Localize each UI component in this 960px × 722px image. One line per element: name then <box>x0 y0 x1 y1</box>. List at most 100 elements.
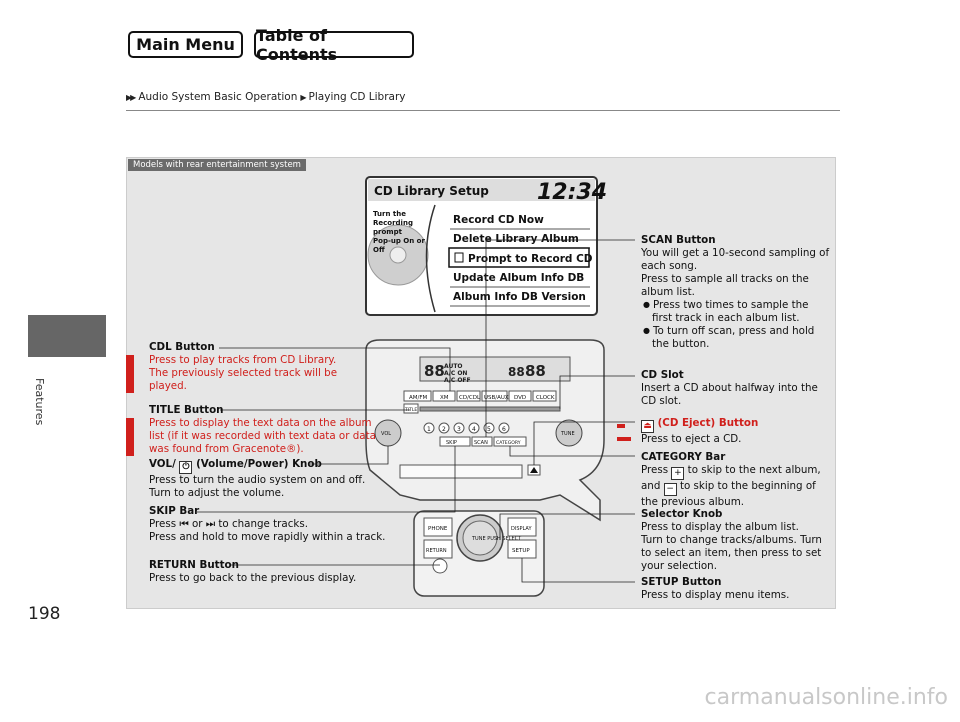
svg-text:6: 6 <box>502 426 506 433</box>
scan-desc: You will get a 10-second sampling of eac… <box>641 247 830 272</box>
skip-callout: SKIP Bar Press ⏮ or ⏭ to change tracks. … <box>149 505 389 544</box>
setup-title: SETUP Button <box>641 576 722 588</box>
skip-text: to change tracks. <box>218 518 308 530</box>
scan-bullet: To turn off scan, press and hold the but… <box>641 325 831 351</box>
setup-desc: Press to display menu items. <box>641 589 790 601</box>
category-text: to skip to the next album, <box>687 464 821 476</box>
cd-slot-desc: Insert a CD about halfway into the CD sl… <box>641 382 818 407</box>
selector-desc: Press to display the album list. <box>641 521 799 533</box>
vol-desc: Press to turn the audio system on and of… <box>149 474 366 499</box>
watermark: carmanualsonline.info <box>704 685 948 710</box>
eject-title: (CD Eject) Button <box>657 417 759 429</box>
svg-text:SCAN: SCAN <box>474 440 488 446</box>
svg-text:88: 88 <box>508 365 525 379</box>
selector-title: Selector Knob <box>641 508 723 520</box>
skip-text: Press <box>149 518 177 530</box>
cd-slot-title: CD Slot <box>641 369 684 381</box>
main-menu-button[interactable]: Main Menu <box>128 31 243 58</box>
svg-text:USB/AUX: USB/AUX <box>484 395 509 401</box>
menu-item-delete: Delete Library Album <box>453 233 579 245</box>
power-icon: ⏻ <box>179 461 193 474</box>
return-desc: Press to go back to the previous display… <box>149 572 357 584</box>
svg-text:5: 5 <box>487 426 491 433</box>
svg-text:AM/FM: AM/FM <box>409 395 428 401</box>
category-callout: CATEGORY Bar Press + to skip to the next… <box>641 451 831 509</box>
breadcrumb-current: Playing CD Library <box>308 91 406 103</box>
breadcrumb-link-audio-basic[interactable]: Audio System Basic Operation <box>138 91 298 103</box>
return-callout: RETURN Button Press to go back to the pr… <box>149 559 389 585</box>
menu-item-version: Album Info DB Version <box>453 291 586 303</box>
eject-callout: ⏏ (CD Eject) Button Press to eject a CD. <box>641 417 831 446</box>
page-number: 198 <box>28 604 61 624</box>
menu-item-update: Update Album Info DB <box>453 272 584 284</box>
svg-text:A/C ON: A/C ON <box>444 370 467 377</box>
screen-note-line: Turn the <box>373 210 406 218</box>
category-text: to skip to the beginning of the previous… <box>641 480 816 508</box>
svg-text:88: 88 <box>525 362 546 380</box>
skip-title: SKIP Bar <box>149 505 200 517</box>
screen-note-line: prompt <box>373 228 403 236</box>
model-tag: Models with rear entertainment system <box>128 159 306 171</box>
eject-marker <box>617 419 631 445</box>
scan-bullet: Press two times to sample the first trac… <box>641 299 831 325</box>
screen-title: CD Library Setup <box>374 184 489 198</box>
eject-desc: Press to eject a CD. <box>641 433 742 445</box>
title-callout: TITLE Button Press to display the text d… <box>149 404 389 456</box>
vol-title: VOL/ <box>149 458 176 470</box>
screen-clock: 12:34 <box>537 180 607 205</box>
cdl-callout: CDL Button Press to play tracks from CD … <box>149 341 339 393</box>
setup-callout: SETUP Button Press to display menu items… <box>641 576 831 602</box>
plus-icon: + <box>671 467 685 480</box>
category-text: Press <box>641 464 669 476</box>
svg-text:TUNE: TUNE <box>560 431 575 437</box>
svg-text:XM: XM <box>440 395 449 401</box>
skip-forward-icon: ⏭ <box>205 518 216 530</box>
category-text: and <box>641 480 661 492</box>
svg-text:CATEGORY: CATEGORY <box>496 440 521 446</box>
svg-text:A/C OFF: A/C OFF <box>444 377 471 384</box>
breadcrumb-arrow-icon: ▶▶ <box>126 93 136 102</box>
svg-text:2: 2 <box>442 426 446 433</box>
highlight-bar <box>126 418 134 456</box>
svg-text:DISPLAY: DISPLAY <box>511 526 532 532</box>
scan-title: SCAN Button <box>641 234 716 246</box>
breadcrumb: ▶▶Audio System Basic Operation▶Playing C… <box>126 91 406 103</box>
vol-title-b: (Volume/Power) Knob <box>196 458 322 470</box>
breadcrumb-arrow-icon: ▶ <box>300 93 306 102</box>
vol-callout: VOL/ ⏻ (Volume/Power) Knob Press to turn… <box>149 458 369 500</box>
minus-icon: − <box>663 483 677 496</box>
screen-note-line: Recording <box>373 219 413 227</box>
svg-text:AUTO: AUTO <box>444 363 463 370</box>
svg-text:TUNE PUSH SELECT: TUNE PUSH SELECT <box>471 536 522 542</box>
scan-callout: SCAN Button You will get a 10-second sam… <box>641 234 831 351</box>
cdl-title: CDL Button <box>149 341 215 353</box>
cd-slot-callout: CD Slot Insert a CD about halfway into t… <box>641 369 831 408</box>
category-title: CATEGORY Bar <box>641 451 726 463</box>
title-btn-title: TITLE Button <box>149 404 224 416</box>
svg-text:CD/CDL: CD/CDL <box>459 395 481 401</box>
skip-desc: Press and hold to move rapidly within a … <box>149 531 386 543</box>
svg-text:VOL: VOL <box>381 431 391 437</box>
svg-text:DVD: DVD <box>514 395 526 401</box>
svg-text:PHONE: PHONE <box>428 526 448 532</box>
return-title: RETURN Button <box>149 559 239 571</box>
cdl-desc: Press to play tracks from CD Library. Th… <box>149 354 338 392</box>
section-tab[interactable] <box>28 315 106 357</box>
scan-desc: Press to sample all tracks on the album … <box>641 273 809 298</box>
eject-icon: ⏏ <box>641 420 654 433</box>
selector-desc: Turn to change tracks/albums. Turn to se… <box>641 534 822 572</box>
svg-text:SKIP: SKIP <box>446 440 457 446</box>
svg-text:4: 4 <box>472 426 476 433</box>
svg-text:TITLE: TITLE <box>404 407 417 413</box>
menu-item-record: Record CD Now <box>453 214 544 226</box>
svg-text:CLOCK: CLOCK <box>536 395 555 401</box>
menu-item-prompt-selected: Prompt to Record CD <box>468 253 593 265</box>
screen-note-line: Off <box>373 246 385 254</box>
screen-display: CD Library Setup 12:34 Turn the Recordin… <box>365 176 607 316</box>
selector-callout: Selector Knob Press to display the album… <box>641 508 833 573</box>
screen-note-line: Pop-up On or <box>373 237 425 245</box>
svg-text:SETUP: SETUP <box>512 548 530 554</box>
divider <box>126 110 840 111</box>
svg-text:88: 88 <box>424 362 445 380</box>
